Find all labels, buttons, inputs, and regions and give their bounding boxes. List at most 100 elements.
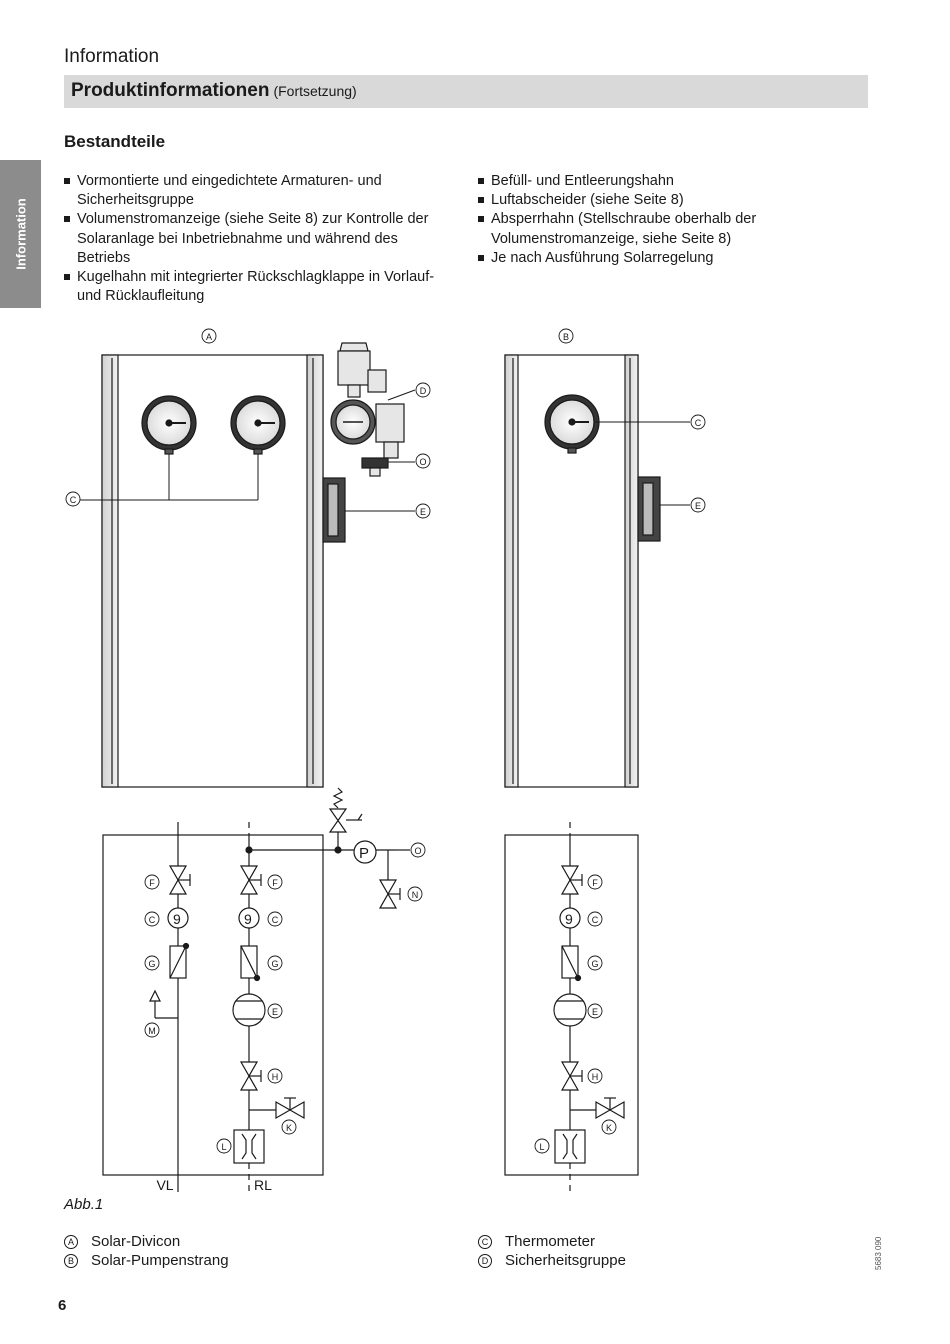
svg-text:K: K bbox=[606, 1123, 612, 1133]
callout-o: O bbox=[415, 453, 431, 469]
callout-c: C bbox=[690, 414, 706, 430]
svg-text:E: E bbox=[420, 507, 426, 517]
callout-g: G bbox=[144, 955, 160, 971]
callout-c: C bbox=[65, 491, 81, 507]
bullet-item: Kugelhahn mit integrierter Rückschlagkla… bbox=[64, 268, 454, 306]
callout-e: E bbox=[267, 1003, 283, 1019]
subheading: Bestandteile bbox=[64, 132, 166, 151]
svg-text:D: D bbox=[420, 386, 427, 396]
pressure-gauge-label: P bbox=[359, 845, 369, 862]
callout-f: F bbox=[144, 874, 160, 890]
bullet-item: Volumenstromanzeige (siehe Seite 8) zur … bbox=[64, 210, 454, 268]
schematic-divicon: 9 9 P bbox=[102, 787, 410, 1192]
svg-text:C: C bbox=[695, 418, 702, 428]
callout-c: C bbox=[144, 911, 160, 927]
svg-text:N: N bbox=[412, 890, 419, 900]
svg-text:F: F bbox=[592, 878, 598, 888]
page-title-text: Produktinformationen bbox=[71, 80, 270, 101]
callout-d: D bbox=[415, 382, 431, 398]
legend-item: C Thermometer bbox=[478, 1232, 626, 1251]
callout-e: E bbox=[690, 497, 706, 513]
legend-text: Thermometer bbox=[505, 1233, 596, 1250]
legend-text: Solar-Pumpenstrang bbox=[91, 1252, 229, 1269]
legend-key: A bbox=[64, 1234, 78, 1249]
return-line-label: RL bbox=[254, 1177, 272, 1193]
callout-l: L bbox=[534, 1138, 550, 1154]
legend-key: B bbox=[64, 1253, 78, 1268]
svg-text:G: G bbox=[271, 959, 278, 969]
svg-text:9: 9 bbox=[244, 911, 252, 927]
svg-text:O: O bbox=[414, 846, 421, 856]
page-number: 6 bbox=[58, 1297, 67, 1314]
bullet-item: Je nach Ausführung Solarregelung bbox=[478, 249, 878, 268]
flow-indicator bbox=[322, 477, 346, 543]
bullet-item: Luftabscheider (siehe Seite 8) bbox=[478, 191, 878, 210]
thermometer-gauge bbox=[544, 394, 600, 454]
figure-caption: Abb.1 bbox=[64, 1196, 104, 1213]
leader-lines bbox=[80, 389, 690, 512]
callout-f: F bbox=[587, 874, 603, 890]
callout-h: H bbox=[267, 1068, 283, 1084]
svg-text:L: L bbox=[539, 1142, 544, 1152]
side-tab: Information bbox=[0, 160, 41, 308]
callout-c: C bbox=[587, 911, 603, 927]
svg-text:A: A bbox=[206, 332, 212, 342]
legend-item: A Solar-Divicon bbox=[64, 1232, 229, 1251]
callout-l: L bbox=[216, 1138, 232, 1154]
legend-item: D Sicherheitsgruppe bbox=[478, 1251, 626, 1270]
thermometer-gauge bbox=[141, 395, 197, 455]
svg-text:F: F bbox=[149, 878, 155, 888]
flow-indicator bbox=[637, 476, 661, 542]
bullet-item: Vormontierte und eingedichtete Armaturen… bbox=[64, 172, 454, 210]
callout-c: C bbox=[267, 911, 283, 927]
svg-text:F: F bbox=[272, 878, 278, 888]
svg-text:C: C bbox=[149, 915, 156, 925]
svg-text:E: E bbox=[272, 1007, 278, 1017]
legend-item: B Solar-Pumpenstrang bbox=[64, 1251, 229, 1270]
callout-n: N bbox=[407, 886, 423, 902]
svg-text:C: C bbox=[272, 915, 279, 925]
svg-text:E: E bbox=[695, 501, 701, 511]
svg-text:9: 9 bbox=[173, 911, 181, 927]
bullet-item: Befüll- und Entleerungshahn bbox=[478, 172, 878, 191]
page-title: Produktinformationen(Fortsetzung) bbox=[71, 80, 357, 102]
svg-text:H: H bbox=[592, 1072, 599, 1082]
callout-g: G bbox=[267, 955, 283, 971]
figure-callouts: A B D O C E C E O N F F C C G G E M H K … bbox=[65, 328, 706, 1154]
svg-text:C: C bbox=[592, 915, 599, 925]
legend-key: D bbox=[478, 1253, 492, 1268]
schematic-pump-line: 9 bbox=[504, 822, 639, 1192]
safety-group bbox=[330, 342, 405, 477]
flow-line-label: VL bbox=[156, 1177, 173, 1193]
callout-m: M bbox=[144, 1022, 160, 1038]
page-title-bar: Produktinformationen(Fortsetzung) bbox=[64, 75, 868, 108]
svg-text:C: C bbox=[70, 495, 77, 505]
svg-text:G: G bbox=[148, 959, 155, 969]
callout-b: B bbox=[558, 328, 574, 344]
svg-text:B: B bbox=[563, 332, 569, 342]
document-number: 5683 090 bbox=[874, 1236, 883, 1270]
legend-key: C bbox=[478, 1234, 492, 1249]
legend-left: A Solar-Divicon B Solar-Pumpenstrang bbox=[64, 1232, 229, 1270]
legend-text: Solar-Divicon bbox=[91, 1233, 181, 1250]
callout-o: O bbox=[410, 842, 426, 858]
callout-k: K bbox=[281, 1119, 297, 1135]
svg-text:G: G bbox=[591, 959, 598, 969]
svg-text:O: O bbox=[419, 457, 426, 467]
svg-text:M: M bbox=[148, 1026, 156, 1036]
legend-text: Sicherheitsgruppe bbox=[505, 1252, 626, 1269]
page-title-suffix: (Fortsetzung) bbox=[273, 83, 357, 99]
callout-h: H bbox=[587, 1068, 603, 1084]
bullet-list-right: Befüll- und Entleerungshahn Luftabscheid… bbox=[478, 172, 878, 268]
svg-text:K: K bbox=[286, 1123, 292, 1133]
callout-a: A bbox=[201, 328, 217, 344]
callout-k: K bbox=[601, 1119, 617, 1135]
legend-right: C Thermometer D Sicherheitsgruppe bbox=[478, 1232, 626, 1270]
callout-f: F bbox=[267, 874, 283, 890]
bullet-item: Absperrhahn (Stellschraube oberhalb der … bbox=[478, 210, 878, 248]
section-label: Information bbox=[64, 46, 160, 67]
svg-text:E: E bbox=[592, 1007, 598, 1017]
svg-text:L: L bbox=[221, 1142, 226, 1152]
divicon-housing bbox=[101, 354, 324, 788]
svg-text:H: H bbox=[272, 1072, 279, 1082]
